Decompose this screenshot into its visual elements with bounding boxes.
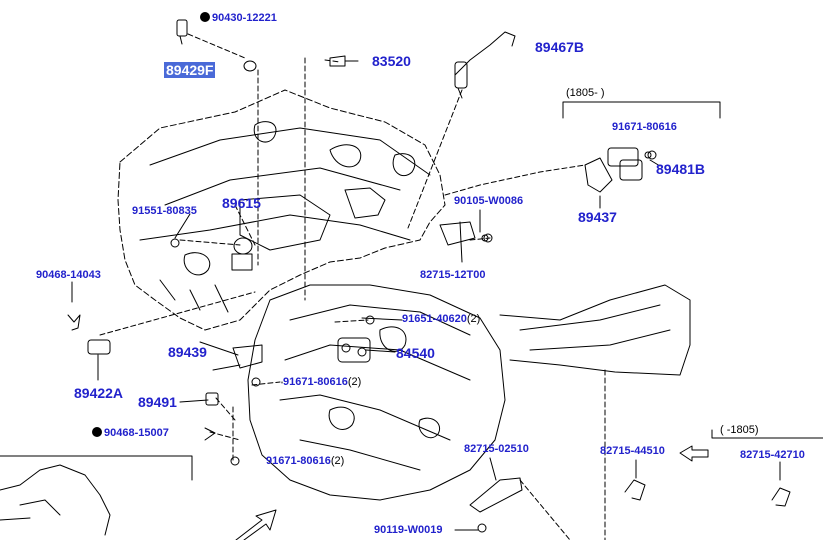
quantity: (2)	[466, 313, 481, 325]
part-91671-80616-a-shape	[644, 151, 652, 159]
part-89437-shape	[584, 157, 613, 193]
label-82715-12T00[interactable]: 82715-12T00	[420, 269, 486, 281]
part-89481B-shape	[607, 147, 657, 181]
part-89429F-shape	[176, 19, 188, 45]
label-90430-12221[interactable]: 90430-12221	[200, 12, 277, 24]
range-bracket-1805-to	[711, 429, 823, 439]
label-text: 90468-15007	[104, 427, 169, 439]
quantity: (2)	[330, 455, 345, 467]
label-82715-02510[interactable]: 82715-02510	[464, 443, 529, 455]
part-83520-shape	[329, 55, 359, 67]
part-82715-44510-shape	[624, 479, 646, 501]
filled-circle-icon	[92, 427, 102, 437]
part-90119-W0019-shape	[477, 523, 487, 533]
detail-box	[0, 455, 193, 481]
engine-outline	[117, 89, 446, 331]
filled-circle-icon	[200, 12, 210, 22]
label-text: 91651-40620	[402, 313, 467, 325]
part-91551-80835-shape	[170, 238, 180, 248]
label-text: 90430-12221	[212, 12, 277, 24]
part-89439-shape	[232, 344, 263, 369]
bolt-90105-W0086-shape	[483, 233, 493, 243]
transmission-outline	[247, 284, 506, 501]
quantity: (2)	[347, 376, 362, 388]
label-82715-42710[interactable]: 82715-42710	[740, 449, 805, 461]
part-89422A-shape	[87, 339, 111, 355]
label-90105-W0086[interactable]: 90105-W0086	[454, 195, 524, 207]
exhaust-outline	[499, 284, 691, 376]
range-bracket-1805-from	[562, 101, 721, 119]
part-84540-shape	[337, 337, 371, 363]
label-91651-40620[interactable]: 91651-40620(2)	[402, 314, 480, 325]
part-82715-42710-shape	[771, 487, 791, 507]
label-89491[interactable]: 89491	[138, 394, 177, 410]
label-83520[interactable]: 83520	[372, 53, 411, 69]
part-91651-40620-shape	[365, 315, 375, 325]
part-89467B-shape	[454, 31, 516, 99]
detail-fragment	[0, 464, 111, 536]
part-82715-12T00-shape	[439, 221, 489, 246]
label-89615[interactable]: 89615	[222, 195, 261, 211]
date-range-from-1805: (1805- )	[566, 87, 605, 99]
part-91671-80616-b-shape	[251, 377, 261, 387]
outline-arrow-left-icon	[679, 445, 709, 462]
label-90119-W0019[interactable]: 90119-W0019	[374, 524, 443, 536]
part-82715-02510-shape	[469, 477, 523, 513]
label-90468-14043[interactable]: 90468-14043	[36, 269, 101, 281]
part-89615-shape	[231, 237, 253, 271]
part-90468-15007-shape	[204, 427, 216, 441]
date-range-to-1805: ( -1805)	[720, 424, 759, 436]
label-90468-15007[interactable]: 90468-15007	[92, 427, 169, 439]
part-90430-12221-shape	[243, 60, 257, 72]
part-90468-14043-shape	[67, 314, 81, 331]
label-91551-80835[interactable]: 91551-80835	[132, 205, 197, 217]
part-91671-80616-c-shape	[230, 456, 240, 466]
part-89491-shape	[205, 392, 219, 406]
leader-lines	[99, 33, 606, 540]
label-89429F[interactable]: 89429F	[164, 62, 216, 78]
label-89481B[interactable]: 89481B	[656, 161, 706, 177]
label-82715-44510[interactable]: 82715-44510	[600, 445, 665, 457]
label-91671-80616-b[interactable]: 91671-80616(2)	[283, 377, 361, 388]
label-91671-80616-c[interactable]: 91671-80616(2)	[266, 456, 344, 467]
label-text: 91671-80616	[283, 376, 348, 388]
label-91671-80616-a[interactable]: 91671-80616	[612, 121, 677, 133]
label-89439[interactable]: 89439	[168, 344, 207, 360]
label-89437[interactable]: 89437	[578, 209, 617, 225]
label-89467B[interactable]: 89467B	[535, 39, 585, 55]
vacuum-pipe	[444, 164, 586, 196]
label-text: 91671-80616	[266, 455, 331, 467]
outline-arrow-up-icon	[235, 509, 277, 540]
label-84540[interactable]: 84540	[396, 345, 435, 361]
label-89422A[interactable]: 89422A	[74, 385, 124, 401]
